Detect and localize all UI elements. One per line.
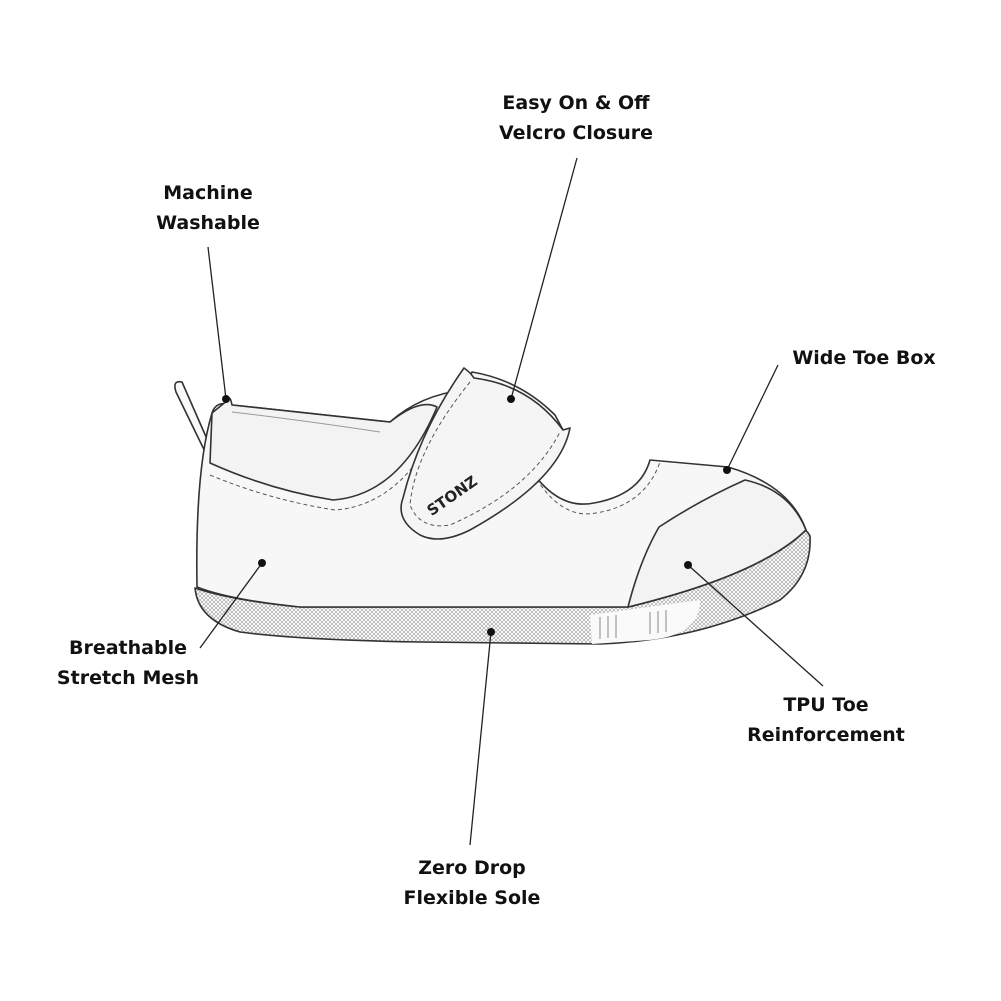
leader-mesh [199, 562, 263, 649]
sole-flex-zone [590, 600, 700, 644]
callout-toebox: Wide Toe Box [792, 343, 935, 373]
callout-line: Wide Toe Box [792, 347, 936, 369]
dot-toebox [723, 466, 731, 474]
callout-line: Reinforcement [747, 724, 905, 746]
dot-sole [487, 628, 495, 636]
leader-washable [207, 246, 227, 400]
callout-line: Washable [156, 212, 260, 234]
leader-velcro [510, 157, 578, 400]
callout-line: Machine [163, 182, 253, 204]
callout-line: Easy On & Off [502, 92, 650, 114]
callout-dots [222, 395, 731, 636]
leader-toebox [726, 364, 779, 471]
callout-line: Breathable [68, 637, 187, 659]
callout-mesh: Breathable Stretch Mesh [57, 633, 199, 693]
callout-line: Zero Drop [418, 857, 526, 879]
callout-washable: Machine Washable [156, 178, 260, 238]
callout-velcro: Easy On & Off Velcro Closure [499, 88, 653, 148]
leader-tpu [687, 564, 824, 687]
callout-tpu: TPU Toe Reinforcement [747, 690, 905, 750]
callout-line: Flexible Sole [403, 887, 541, 909]
callout-line: Velcro Closure [499, 122, 653, 144]
velcro-strap [400, 367, 571, 540]
dot-washable [222, 395, 230, 403]
callout-sole: Zero Drop Flexible Sole [404, 853, 541, 913]
callout-line: Stretch Mesh [56, 667, 200, 689]
leader-sole [469, 631, 492, 846]
dot-velcro [507, 395, 515, 403]
dot-mesh [258, 559, 266, 567]
toe-cap [627, 479, 807, 608]
leader-lines [199, 157, 824, 846]
dot-tpu [684, 561, 692, 569]
flex-grooves [599, 610, 667, 639]
callout-line: TPU Toe [783, 694, 869, 716]
heel-pull-tab [174, 380, 215, 463]
